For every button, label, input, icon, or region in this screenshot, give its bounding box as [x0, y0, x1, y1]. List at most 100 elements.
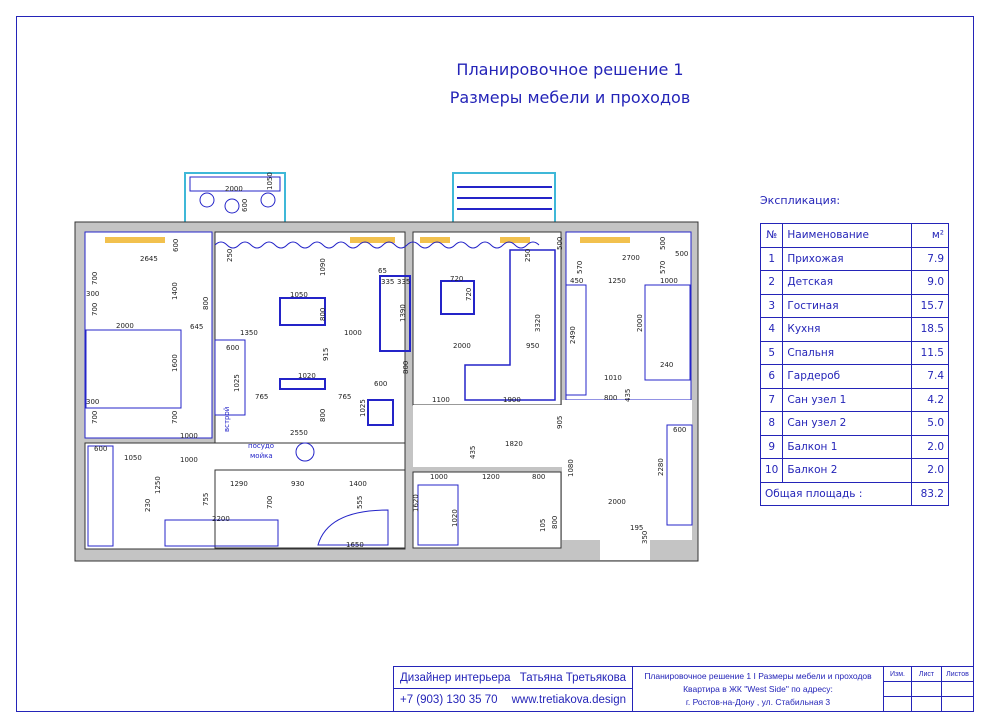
- dimension-label: 335: [381, 278, 394, 286]
- dimension-label: 300: [86, 398, 99, 406]
- dimension-label: 500: [556, 237, 564, 250]
- sofa: [464, 249, 556, 401]
- dimension-label: 600: [226, 344, 239, 352]
- cell-izm: [883, 681, 912, 697]
- dimension-label: 230: [144, 499, 152, 512]
- dimension-label: 2000: [225, 185, 243, 193]
- room-living: [412, 231, 562, 406]
- dimension-label: 600: [241, 199, 249, 212]
- dimension-label: 1600: [171, 354, 179, 372]
- dimension-label: 800: [319, 409, 327, 422]
- dimension-label: 65: [378, 267, 387, 275]
- designer-name: Татьяна Третьякова: [519, 671, 626, 684]
- address-line-1: Квартира в ЖК "West Side" по адресу:: [683, 683, 833, 694]
- wardrobe-hall: [666, 424, 693, 526]
- radiator-icon: [350, 237, 395, 243]
- dishwasher-label: посудо: [248, 442, 274, 450]
- cell-name: Гардероб: [782, 364, 912, 389]
- cell-name: Балкон 1: [782, 434, 912, 459]
- cell-num: 4: [759, 317, 784, 342]
- dimension-label: 1000: [344, 329, 362, 337]
- cell-area: 4.2: [911, 387, 949, 412]
- dimension-label: 240: [660, 361, 673, 369]
- address-line-2: г. Ростов-на-Дону , ул. Стабильная 3: [685, 696, 831, 707]
- dimension-label: 1650: [346, 541, 364, 549]
- title-block-contacts: +7 (903) 130 35 70 www.tretiakova.design: [393, 688, 633, 712]
- cell-listov-2: [941, 696, 974, 712]
- header-num: №: [759, 223, 784, 248]
- sink-label: мойка: [250, 452, 273, 460]
- dimension-label: 1900: [503, 396, 521, 404]
- room-kitchen: [214, 231, 406, 470]
- entrance-opening: [600, 540, 650, 560]
- balcony-1: [184, 172, 286, 224]
- cell-name: Кухня: [782, 317, 912, 342]
- dimension-label: 1050: [124, 454, 142, 462]
- chair-icon: [224, 198, 240, 214]
- stove-icon: [367, 399, 394, 426]
- dimension-label: 2280: [657, 458, 665, 476]
- dimension-label: 2000: [636, 314, 644, 332]
- dimension-label: 905: [556, 416, 564, 429]
- cell-area: 11.5: [911, 340, 949, 365]
- sink-icon: [295, 442, 315, 462]
- dimension-label: 1000: [660, 277, 678, 285]
- room-hall-2: [562, 400, 692, 540]
- dimension-label: 570: [576, 261, 584, 274]
- dimension-label: 800: [532, 473, 545, 481]
- cell-name: Спальня: [782, 340, 912, 365]
- shelf-left: [87, 445, 114, 547]
- tv-unit: [379, 275, 411, 352]
- cell-area: 7.9: [911, 246, 949, 271]
- dimension-label: 600: [172, 239, 180, 252]
- wardrobe-bedroom: [565, 284, 587, 396]
- col-list: Лист: [911, 666, 942, 682]
- dimension-label: 1250: [154, 476, 162, 494]
- cell-num: 9: [759, 434, 784, 459]
- dimension-label: 1020: [451, 509, 459, 527]
- title-block-designer: Дизайнер интерьера Татьяна Третьякова: [393, 666, 633, 689]
- dimension-label: 930: [291, 480, 304, 488]
- dimension-label: 2490: [569, 326, 577, 344]
- dimension-label: 600: [374, 380, 387, 388]
- dimension-label: 195: [630, 524, 643, 532]
- cell-name: Сан узел 1: [782, 387, 912, 412]
- dimension-label: 1000: [180, 456, 198, 464]
- dimension-label: 335: [397, 278, 410, 286]
- website[interactable]: www.tretiakova.design: [511, 694, 626, 706]
- dimension-label: 800: [402, 361, 410, 374]
- cell-area: 2.0: [911, 434, 949, 459]
- cell-area: 9.0: [911, 270, 949, 295]
- dimension-label: 700: [91, 411, 99, 424]
- room-bath-1: [214, 469, 406, 549]
- dimension-label: 1400: [171, 282, 179, 300]
- dimension-label: 435: [624, 389, 632, 402]
- total-value: 83.2: [911, 481, 949, 506]
- dimension-label: 1025: [233, 374, 241, 392]
- dimension-label: 800: [551, 516, 559, 529]
- chair-icon: [260, 192, 276, 208]
- radiator-icon: [580, 237, 630, 243]
- cell-name: Сан узел 2: [782, 411, 912, 436]
- dimension-label: 2000: [608, 498, 626, 506]
- sheet-title: Планировочное решение 1 I Размеры мебели…: [644, 670, 872, 681]
- dimension-label: 915: [322, 348, 330, 361]
- bench: [279, 378, 326, 390]
- dimension-label: 2645: [140, 255, 158, 263]
- dimension-label: 105: [539, 519, 547, 532]
- dimension-label: 720: [450, 275, 463, 283]
- dimension-label: 700: [91, 272, 99, 285]
- dimension-label: 1010: [604, 374, 622, 382]
- phone: +7 (903) 130 35 70: [400, 694, 498, 706]
- cell-list-2: [911, 696, 942, 712]
- balcony-1-table: [189, 176, 281, 192]
